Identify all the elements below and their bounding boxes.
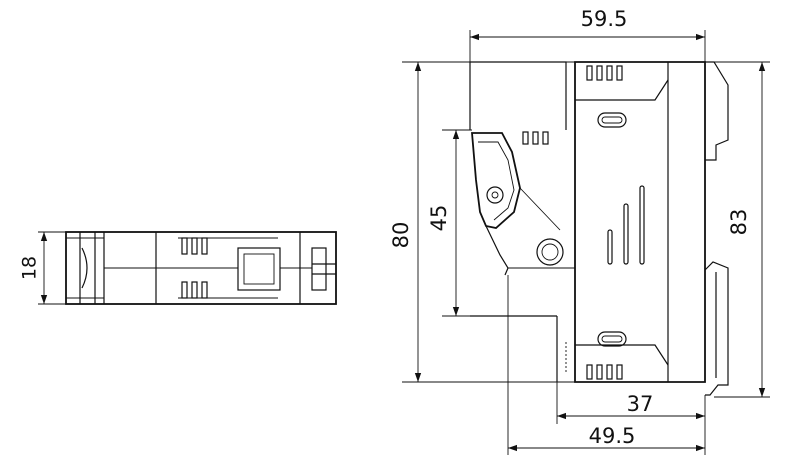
dim-height-total: 83 [714,61,770,398]
dim-side-width-label: 18 [19,256,41,280]
dim-height-handle-label: 45 [427,205,451,232]
dim-depth-rail-label: 37 [627,392,654,416]
dim-side-width: 18 [19,231,66,305]
dim-width-total: 59.5 [469,7,706,62]
dim-depth-total: 49.5 [507,275,706,455]
dim-height-handle: 45 [427,129,472,317]
bottom-terminal-ribs [586,364,623,380]
fuse-handle [471,132,521,276]
front-view [469,61,729,396]
dim-width-total-label: 59.5 [581,7,628,31]
dim-height-body-label: 80 [389,222,413,249]
dim-depth-total-label: 49.5 [589,424,636,448]
top-terminal-ribs [586,65,623,81]
dim-height-total-label: 83 [727,209,751,236]
side-view [65,231,337,305]
dim-height-body: 80 [389,61,575,383]
dim-depth-rail: 37 [556,382,706,424]
